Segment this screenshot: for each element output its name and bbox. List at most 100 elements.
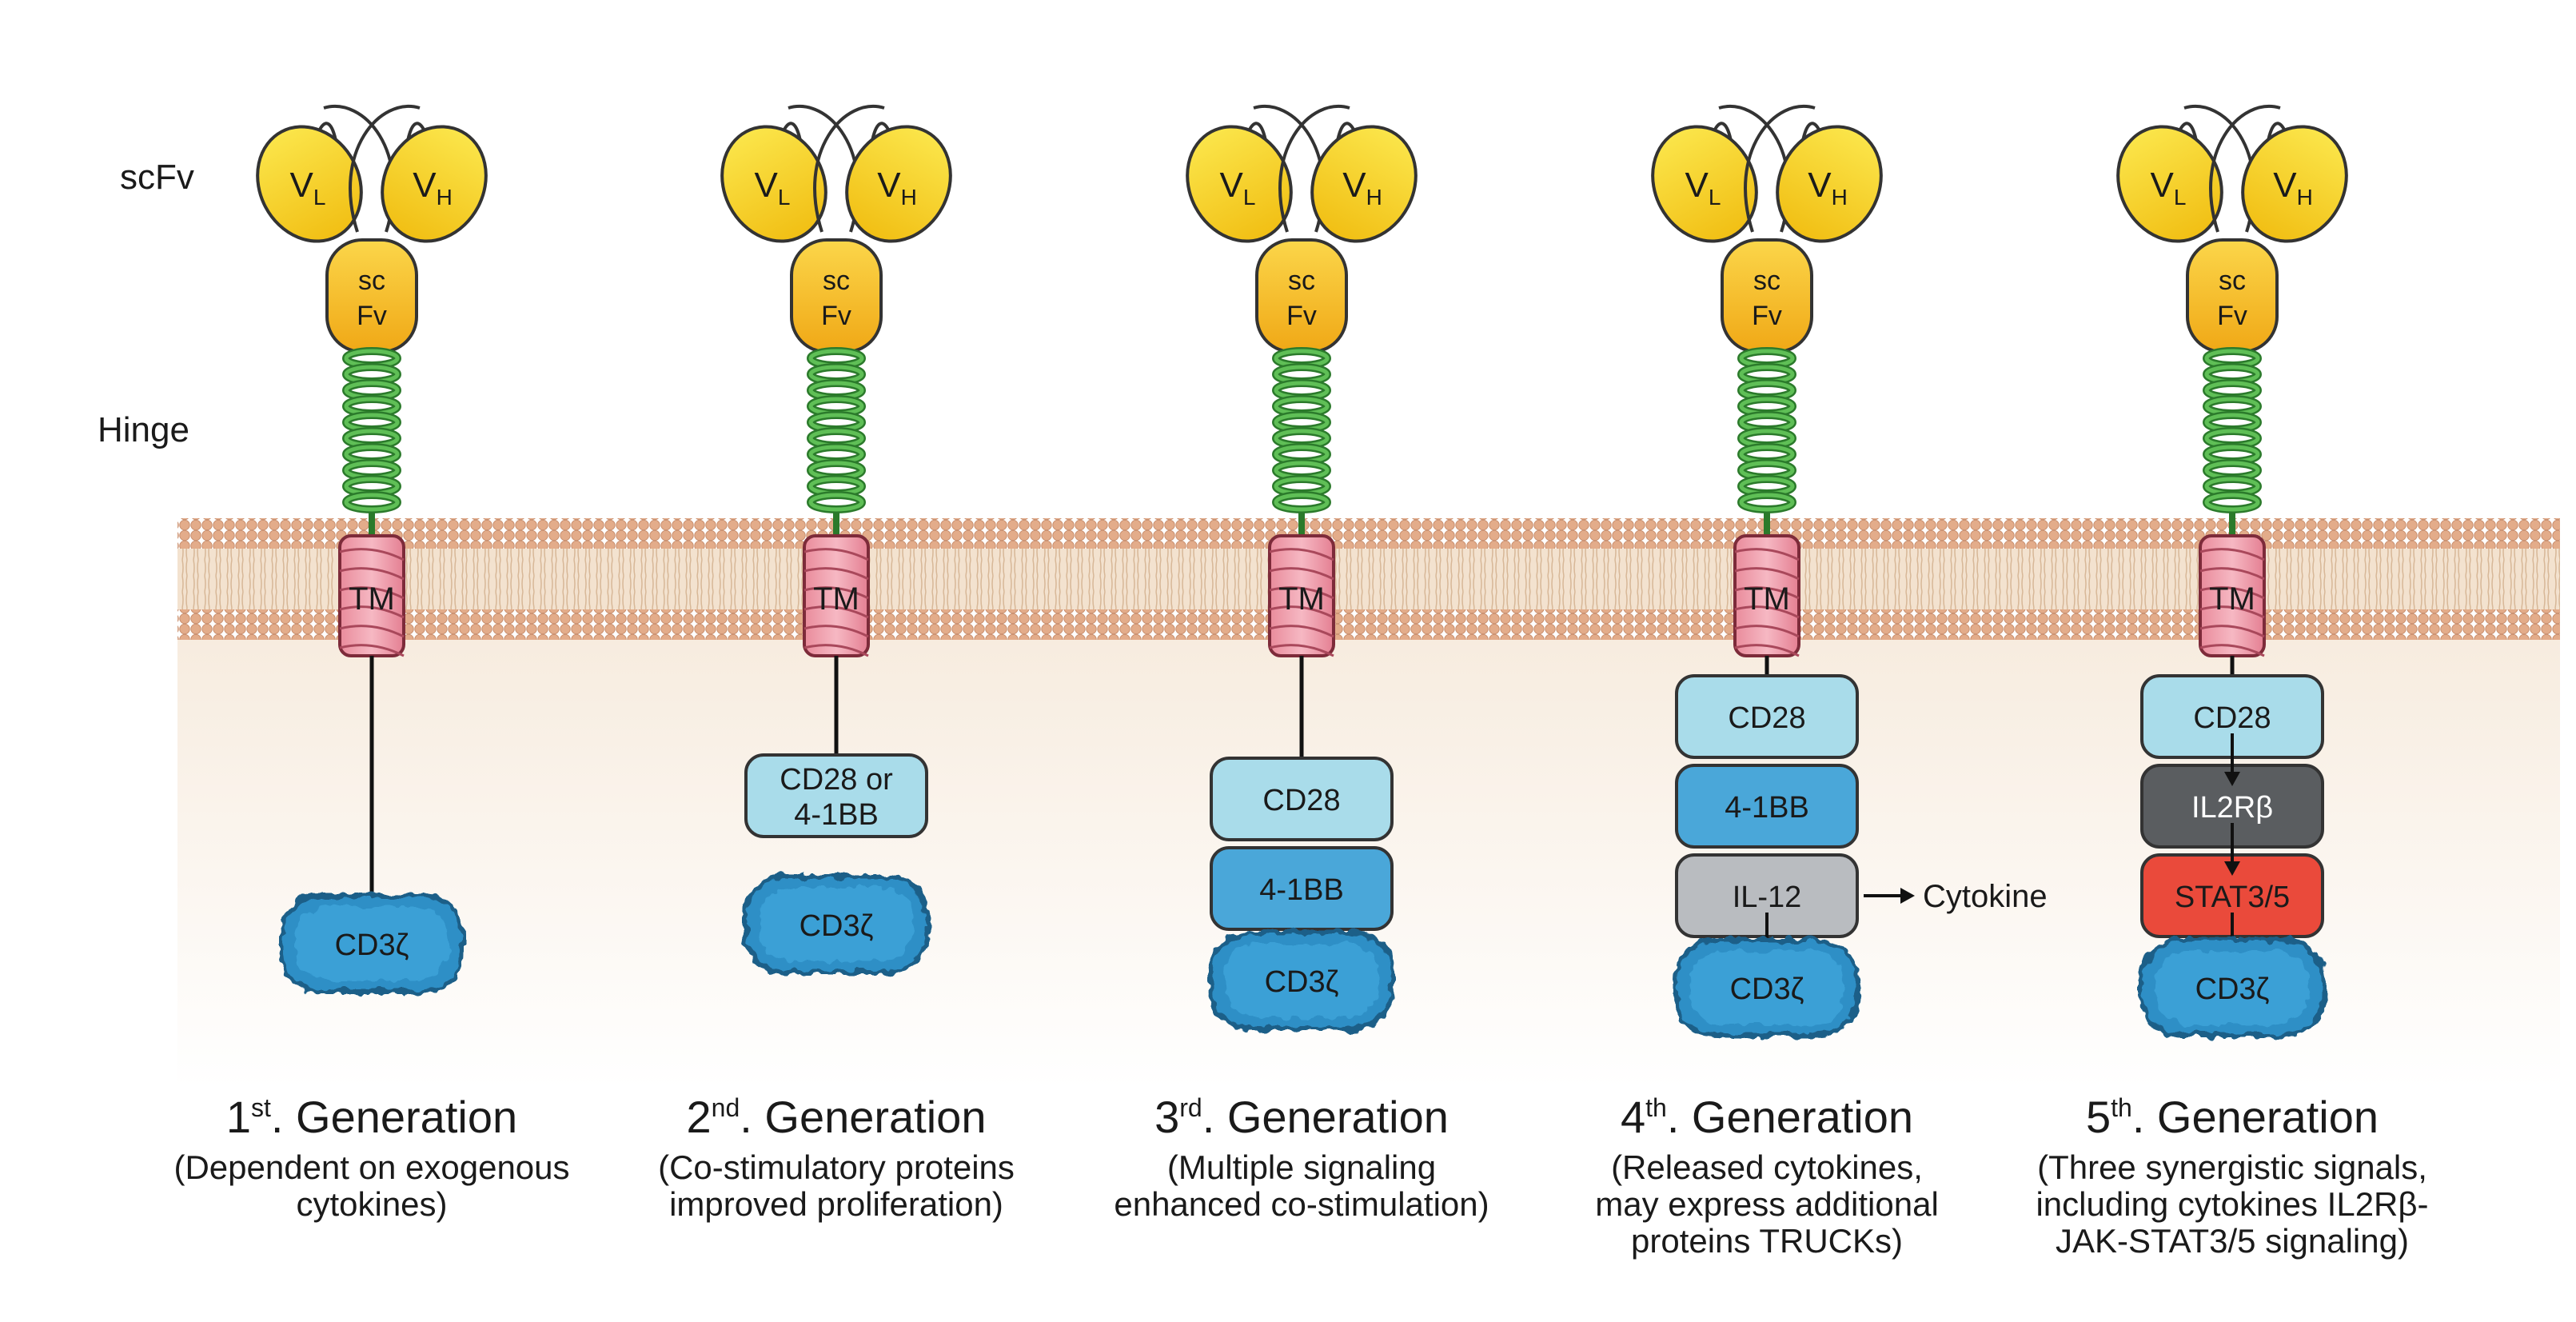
- tm-domain: TM: [803, 534, 870, 657]
- scfv-label-top: sc: [358, 266, 385, 296]
- tm-domain: TM: [1733, 534, 1800, 657]
- hinge-helix: [2203, 347, 2262, 537]
- signaling-domain-1: CD28: [1210, 757, 1394, 841]
- hinge-helix: [807, 347, 866, 537]
- generation-description-line: proteins TRUCKs): [1631, 1222, 1903, 1260]
- scfv-label-top: sc: [1288, 266, 1315, 296]
- generation-3-caption: 3rd. Generation (Multiple signalingenhanc…: [1114, 1092, 1489, 1223]
- scfv-side-label: scFv: [120, 158, 194, 197]
- scfv-linker-domain: scFv: [1255, 238, 1348, 353]
- scfv-linker-domain: scFv: [325, 238, 418, 353]
- generation-title: 2nd. Generation: [687, 1092, 987, 1142]
- cd3-zeta-domain: CD3ζ: [1208, 930, 1395, 1031]
- vl-domain: VL: [256, 105, 395, 243]
- scfv-label-top: sc: [2219, 266, 2246, 296]
- generation-title: 4th. Generation: [1621, 1092, 1913, 1142]
- signaling-domain-2: 4-1BB: [1675, 764, 1859, 849]
- signaling-domain-label: CD28: [2193, 701, 2271, 735]
- scfv-label-bottom: Fv: [2217, 301, 2247, 331]
- signaling-domain-1: CD28: [1675, 674, 1859, 759]
- generation-2-caption: 2nd. Generation(Co-stimulatory proteinsi…: [658, 1092, 1015, 1223]
- scfv-linker-domain: scFv: [1721, 238, 1813, 353]
- cd3-zeta-domain: CD3ζ: [743, 874, 930, 975]
- hinge-side-label: Hinge: [98, 410, 189, 449]
- generation-description-line: (Dependent on exogenous: [173, 1148, 569, 1186]
- generation-5-caption: 5th. Generation (Three synergistic signal…: [2036, 1092, 2428, 1260]
- tm-label: TM: [1744, 581, 1790, 617]
- signaling-domain-2: 4-1BB: [1210, 846, 1394, 931]
- generation-description-line: enhanced co-stimulation): [1114, 1185, 1489, 1223]
- cd3-zeta-label: CD3ζ: [335, 929, 409, 962]
- signaling-domain-3: STAT3/5: [2140, 853, 2324, 938]
- tm-label: TM: [1278, 581, 1325, 617]
- cd3-zeta-label: CD3ζ: [2195, 973, 2270, 1006]
- vl-domain-label: VL: [2151, 166, 2187, 210]
- cytokine-release-arrow: [1864, 888, 1915, 904]
- cd3-zeta-domain: CD3ζ: [278, 893, 465, 994]
- signaling-domain-3: IL-12: [1675, 853, 1859, 938]
- cell-membrane: [177, 518, 2560, 640]
- scfv-linker-domain: scFv: [790, 238, 883, 353]
- vl-domain: VL: [720, 105, 859, 243]
- vh-domain: VH: [1744, 105, 1883, 243]
- vl-domain-label: VL: [1220, 166, 1256, 210]
- vl-domain: VL: [1651, 105, 1790, 243]
- tm-domain: TM: [1268, 534, 1335, 657]
- generation-title: 5th. Generation: [2086, 1092, 2379, 1142]
- vl-domain-label: VL: [1685, 166, 1721, 210]
- generation-description-line: cytokines): [296, 1185, 447, 1223]
- signaling-domain-2: IL2Rβ: [2140, 764, 2324, 849]
- vh-domain-label: VH: [2273, 166, 2313, 210]
- signaling-domain-label: CD28: [1262, 784, 1340, 817]
- scfv-label-bottom: Fv: [1752, 301, 1782, 331]
- scfv-label-bottom: Fv: [1286, 301, 1317, 331]
- vh-domain: VH: [813, 105, 952, 243]
- vh-domain-label: VH: [1808, 166, 1848, 210]
- generation-description-line: may express additional: [1595, 1185, 1939, 1223]
- signaling-domain-label: 4-1BB: [1725, 791, 1809, 825]
- scfv-label-top: sc: [823, 266, 850, 296]
- vl-domain: VL: [2116, 105, 2255, 243]
- signaling-domain-label: IL-12: [1733, 881, 1802, 914]
- vl-domain: VL: [1186, 105, 1325, 243]
- generation-description-line: (Three synergistic signals,: [2037, 1148, 2427, 1186]
- vh-domain-label: VH: [877, 166, 917, 210]
- generation-title: 1st. Generation: [226, 1092, 517, 1142]
- tm-domain: TM: [338, 534, 405, 657]
- hinge-helix: [1737, 347, 1796, 537]
- signaling-domain-label: CD28: [1728, 701, 1805, 735]
- signaling-domain-label: 4-1BB: [1259, 873, 1344, 907]
- scfv-label-bottom: Fv: [357, 301, 387, 331]
- vh-domain: VH: [1278, 105, 1418, 243]
- tm-domain: TM: [2199, 534, 2266, 657]
- signaling-domain-label: STAT3/5: [2175, 881, 2290, 914]
- vl-domain-label: VL: [755, 166, 791, 210]
- generation-description-line: including cytokines IL2Rβ-: [2036, 1185, 2428, 1223]
- generation-1-caption: 1st. Generation (Dependent on exogenouscy…: [173, 1092, 569, 1223]
- scfv-label-bottom: Fv: [821, 301, 851, 331]
- cd3-zeta-domain: CD3ζ: [1673, 937, 1860, 1038]
- vh-domain: VH: [2209, 105, 2348, 243]
- cd3-zeta-label: CD3ζ: [1730, 973, 1804, 1006]
- tm-label: TM: [349, 581, 395, 617]
- signaling-domain-label: 4-1BB: [794, 798, 879, 832]
- cd3-zeta-domain: CD3ζ: [2139, 937, 2326, 1038]
- vh-domain-label: VH: [1342, 166, 1382, 210]
- vl-domain-label: VL: [290, 166, 326, 210]
- tm-label: TM: [2209, 581, 2255, 617]
- generation-description-line: (Multiple signaling: [1167, 1148, 1436, 1186]
- signaling-domain-label: IL2Rβ: [2191, 791, 2273, 825]
- generation-title: 3rd. Generation: [1154, 1092, 1449, 1142]
- generation-description-line: improved proliferation): [669, 1185, 1003, 1223]
- tm-label: TM: [813, 581, 859, 617]
- signaling-domain-1: CD28 or4-1BB: [744, 753, 928, 838]
- hinge-helix: [1272, 347, 1331, 537]
- cd3-zeta-label: CD3ζ: [1265, 965, 1339, 999]
